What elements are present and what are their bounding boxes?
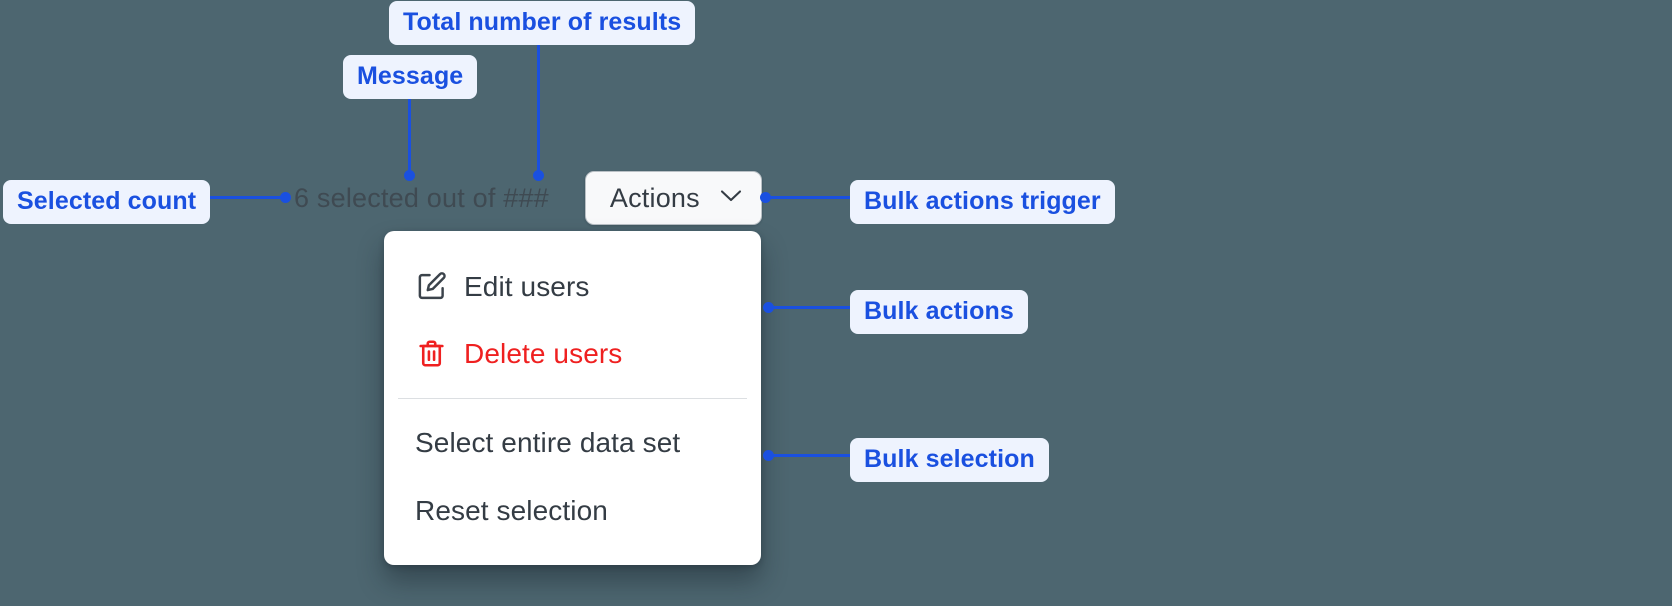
menu-item-edit-users[interactable]: Edit users — [384, 253, 761, 320]
menu-item-delete-users[interactable]: Delete users — [384, 320, 761, 387]
trash-icon — [415, 338, 447, 370]
menu-item-label: Reset selection — [415, 495, 608, 526]
leader-dot-selected-count — [280, 192, 291, 203]
menu-item-select-entire-data-set[interactable]: Select entire data set — [384, 409, 761, 477]
leader-dot-total-results — [533, 170, 544, 181]
menu-item-label: Select entire data set — [415, 427, 681, 458]
leader-line-bulk-selection — [768, 454, 854, 457]
edit-pencil-icon — [415, 271, 447, 303]
annotation-message: Message — [343, 55, 478, 99]
leader-line-total-results — [537, 38, 540, 175]
menu-divider — [398, 398, 747, 399]
selected-count-text: 6 selected out of ### — [294, 182, 549, 213]
annotation-bulk-selection: Bulk selection — [850, 438, 1049, 482]
selected-count-message: 6 selected out of ### — [294, 183, 549, 214]
chevron-down-icon — [720, 189, 742, 208]
leader-line-selected-count — [201, 196, 289, 199]
bulk-actions-menu: Edit users Delete users Select entire da… — [384, 231, 761, 565]
leader-dot-bulk-actions — [763, 302, 774, 313]
leader-dot-bulk-actions-trigger — [760, 192, 771, 203]
menu-item-reset-selection[interactable]: Reset selection — [384, 477, 761, 545]
leader-line-bulk-actions-trigger — [764, 196, 854, 199]
leader-line-bulk-actions — [768, 306, 854, 309]
leader-dot-bulk-selection — [763, 450, 774, 461]
annotation-total-number-of-results: Total number of results — [389, 1, 696, 45]
annotation-bulk-actions: Bulk actions — [850, 290, 1028, 334]
leader-dot-message — [404, 170, 415, 181]
menu-item-label: Edit users — [464, 270, 590, 302]
menu-item-label: Delete users — [464, 337, 623, 369]
leader-line-message — [408, 90, 411, 175]
bulk-actions-trigger-button[interactable]: Actions — [584, 171, 762, 225]
actions-button-label: Actions — [609, 182, 700, 213]
annotation-selected-count: Selected count — [3, 180, 211, 224]
annotation-bulk-actions-trigger: Bulk actions trigger — [850, 180, 1115, 224]
bulk-actions-toolbar: 6 selected out of ### Actions — [294, 170, 762, 226]
